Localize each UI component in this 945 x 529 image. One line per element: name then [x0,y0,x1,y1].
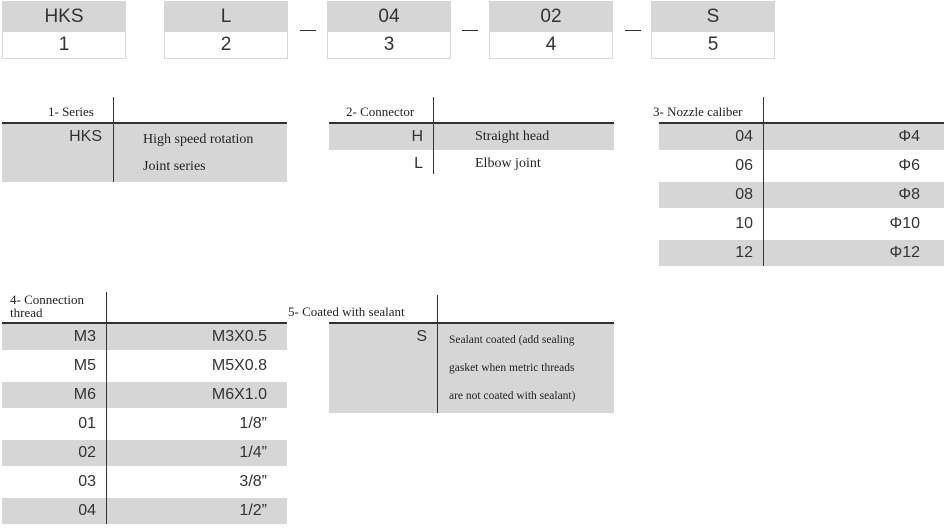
nozzle-value: Φ12 [889,244,920,261]
code-index-1: 1 [2,32,126,59]
thread-row: M3 M3X0.5 [2,324,287,350]
series-row: HKS High speed rotation Joint series [2,124,287,182]
connector-title: 2- Connector [346,104,415,119]
sealant-desc-line: are not coated with sealant) [449,390,576,402]
code-value-connector: L [164,1,288,32]
series-desc-line: Joint series [143,159,206,174]
code-box-2: L 2 [164,1,288,59]
thread-code: M3 [73,328,96,345]
code-separator [300,30,316,31]
connector-row: H Straight head [329,124,614,150]
code-separator [462,30,478,31]
connector-table: 2- Connector H Straight head L Elbow joi… [329,97,614,178]
thread-value: 1/8” [239,415,267,432]
thread-code: 03 [78,473,96,490]
thread-title-line1: 4- Connection [10,292,85,307]
nozzle-table: 3- Nozzle caliber 04 Φ4 06 Φ6 08 Φ8 10 Φ… [653,97,944,266]
series-desc-line: High speed rotation [143,132,254,147]
nozzle-code: 12 [735,244,753,261]
code-value-series: HKS [2,1,126,32]
nozzle-row: 06 Φ6 [659,150,944,182]
thread-title-line2: thread [10,305,43,320]
thread-row: 02 1/4” [2,440,287,466]
nozzle-row: 08 Φ8 [659,182,944,208]
thread-value: 1/4” [239,444,267,461]
nozzle-value: Φ8 [898,186,920,203]
sealant-desc-line: Sealant coated (add sealing [449,334,575,346]
thread-row: 01 1/8” [2,408,287,440]
nozzle-row: 12 Φ12 [659,240,944,266]
series-code: HKS [69,128,102,145]
nozzle-code: 06 [735,157,753,174]
nozzle-title: 3- Nozzle caliber [653,104,743,119]
sealant-table: 5- Coated with sealant S Sealant coated … [288,295,614,413]
sealant-row: S Sealant coated (add sealing gasket whe… [329,324,614,413]
thread-value: 3/8” [239,473,267,490]
nozzle-code: 04 [735,128,753,145]
thread-code: 01 [78,415,96,432]
code-box-4: 02 4 [489,1,613,59]
sealant-desc-line: gasket when metric threads [449,362,575,374]
sealant-code: S [416,328,427,345]
thread-code: M6 [73,386,96,403]
code-box-1: HKS 1 [2,1,126,59]
nozzle-row: 04 Φ4 [659,124,944,150]
sealant-title: 5- Coated with sealant [288,304,405,319]
thread-value: M6X1.0 [211,386,267,403]
code-index-3: 3 [327,32,451,59]
thread-row: 04 1/2” [2,498,287,524]
thread-code: 04 [78,502,96,519]
thread-value: M3X0.5 [211,328,267,345]
code-value-thread: 02 [489,1,613,32]
connector-desc: Elbow joint [475,156,541,171]
thread-value: M5X0.8 [211,357,267,374]
series-table: 1- Series HKS High speed rotation Joint … [2,97,287,182]
nozzle-value: Φ6 [898,157,920,174]
thread-row: M5 M5X0.8 [2,350,287,382]
connector-code: L [414,155,423,172]
nozzle-row: 10 Φ10 [659,208,944,240]
series-title: 1- Series [48,104,94,119]
code-index-4: 4 [489,32,613,59]
connector-desc: Straight head [475,129,550,144]
thread-row: M6 M6X1.0 [2,382,287,408]
nozzle-value: Φ4 [898,128,920,145]
nozzle-code: 08 [735,186,753,203]
code-value-nozzle: 04 [327,1,451,32]
code-box-5: S 5 [651,1,775,59]
thread-row: 03 3/8” [2,466,287,498]
code-box-3: 04 3 [327,1,451,59]
code-separator [625,30,641,31]
nozzle-code: 10 [735,215,753,232]
code-value-sealant: S [651,1,775,32]
connector-code: H [411,128,423,145]
thread-value: 1/2” [239,502,267,519]
thread-code: 02 [78,444,96,461]
connector-row: L Elbow joint [329,150,614,178]
code-index-5: 5 [651,32,775,59]
thread-code: M5 [73,357,96,374]
code-index-2: 2 [164,32,288,59]
nozzle-value: Φ10 [889,215,920,232]
